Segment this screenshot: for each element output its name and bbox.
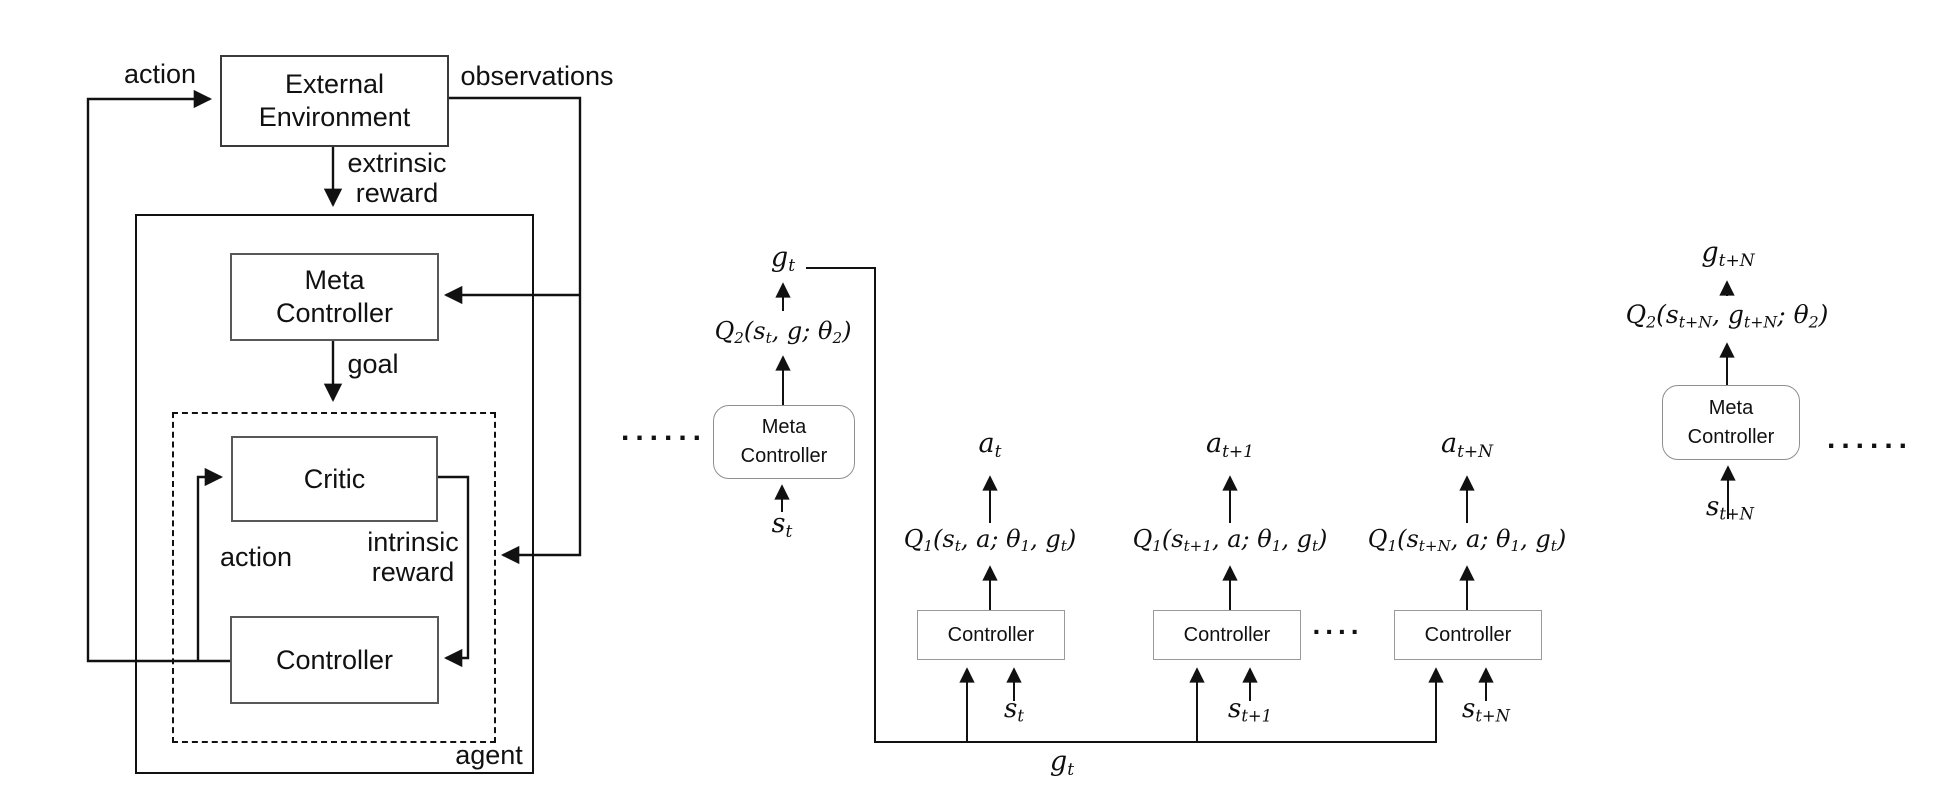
action-label: action (123, 59, 197, 89)
inner-action-label: action (219, 542, 293, 572)
critic-label: Critic (303, 463, 366, 494)
extrinsic-reward-label: extrinsic reward (338, 148, 456, 208)
gt-bus-label: gt (1049, 746, 1075, 780)
q1-t-formula: Q1(st, a; θ1, gt) (903, 525, 1077, 556)
controller-2-box: Controller (1153, 610, 1301, 660)
external-environment-label-line2: Environment (258, 102, 411, 132)
agent-label: agent (455, 740, 523, 770)
gtN-output-label: gt+N (1701, 237, 1755, 271)
module-dashed-box (172, 412, 496, 743)
at1-label: at+1 (1205, 428, 1254, 462)
meta-controller-1-label-line1: Meta (761, 416, 807, 438)
meta-controller-2-box: Meta Controller (1662, 385, 1800, 460)
stN-ctrl3-label: st+N (1462, 694, 1510, 726)
intrinsic-reward-label-line1: intrinsic (367, 527, 459, 557)
controller-action-line (196, 467, 224, 661)
observations-label: observations (460, 61, 614, 91)
controller-1-label: Controller (947, 623, 1035, 646)
meta-controller-label-line2: Controller (275, 298, 394, 328)
intrinsic-reward-line (434, 475, 470, 668)
goal-label: goal (347, 349, 399, 379)
external-environment-box: External Environment (220, 55, 449, 147)
controller-label-left: Controller (275, 644, 394, 675)
controller-1-box: Controller (917, 610, 1065, 660)
q2-tN-formula: Q2(st+N, gt+N; θ2) (1625, 300, 1829, 332)
intrinsic-reward-label-line2: reward (371, 557, 455, 587)
meta-controller-label-line1: Meta (304, 265, 365, 295)
external-environment-label-line1: External (284, 69, 385, 99)
at-label: at (978, 428, 1002, 462)
goal-bus-line (806, 267, 1444, 743)
meta-controller-box: Meta Controller (230, 253, 439, 341)
extrinsic-reward-label-line1: extrinsic (347, 148, 447, 178)
q1-tN-formula: Q1(st+N, a; θ1, gt) (1367, 525, 1567, 556)
controller-box-left: Controller (230, 616, 439, 704)
gt-output-label: gt (770, 242, 796, 276)
ellipsis-left: ...... (620, 414, 707, 447)
st1-ctrl2-label: st+1 (1227, 694, 1273, 726)
ellipsis-right: ...... (1826, 422, 1913, 455)
st-ctrl1-label: st (1004, 694, 1024, 726)
stN-meta2-label: st+N (1706, 492, 1754, 524)
meta-controller-1-label-line2: Controller (740, 445, 828, 467)
controller-3-box: Controller (1394, 610, 1542, 660)
agent-box (135, 214, 534, 774)
meta-controller-2-label-line2: Controller (1687, 425, 1775, 448)
ellipsis-controllers: .... (1312, 609, 1364, 640)
controller-3-label: Controller (1424, 623, 1512, 646)
controller-2-label: Controller (1183, 623, 1271, 646)
meta-controller-2-label-line1: Meta (1708, 396, 1754, 419)
st-meta1-label: st (771, 508, 793, 542)
action-loop-line (86, 89, 230, 663)
q2-t-formula: Q2(st, g; θ2) (714, 317, 852, 348)
meta-controller-1-box: Meta Controller (713, 405, 855, 479)
intrinsic-reward-label: intrinsic reward (360, 527, 466, 587)
observations-line (445, 96, 582, 565)
q1-t1-formula: Q1(st+1, a; θ1, gt) (1132, 525, 1328, 556)
critic-box: Critic (231, 436, 438, 522)
extrinsic-reward-label-line2: reward (355, 178, 439, 208)
atN-label: at+N (1440, 428, 1494, 462)
